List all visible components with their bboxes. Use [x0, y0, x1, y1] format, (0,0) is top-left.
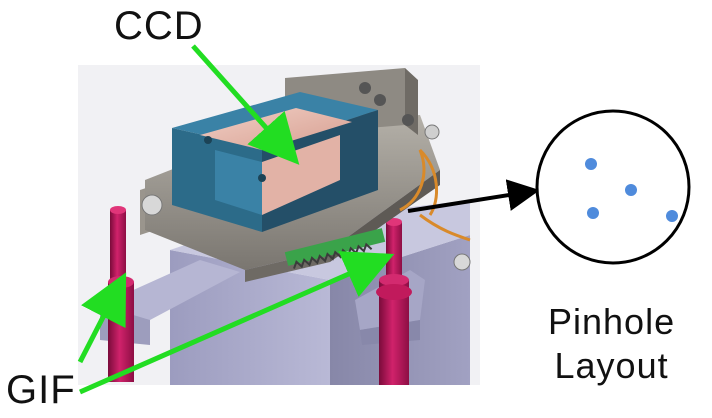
screw-icon	[402, 114, 414, 126]
pinhole-layout-label: Pinhole Layout	[548, 300, 675, 388]
pinhole-dot	[587, 207, 599, 219]
pinhole-circle	[535, 109, 691, 265]
comb-teeth	[293, 242, 373, 269]
ccd-label: CCD	[114, 4, 204, 48]
pinhole-label-line2: Layout	[554, 345, 669, 386]
cable	[399, 148, 439, 216]
screw-icon	[359, 82, 371, 94]
pinhole-dot	[585, 158, 597, 170]
pinhole-layout	[535, 109, 691, 265]
cable	[419, 213, 471, 242]
pinhole-label-line1: Pinhole	[548, 301, 676, 342]
gif-arrow-left	[77, 272, 127, 364]
gif-label: GIF	[6, 368, 76, 412]
ccd-arrow	[191, 44, 300, 165]
screw-icon	[374, 94, 386, 106]
screw-icon	[141, 194, 163, 216]
pinhole-dot	[666, 210, 678, 222]
comb-connector	[284, 228, 386, 266]
screw-icon	[204, 136, 212, 144]
pinhole-pointer-arrow	[407, 179, 540, 213]
screw-icon	[258, 174, 266, 182]
gif-post-right-back	[386, 222, 402, 282]
screw-icon	[453, 253, 471, 271]
gif-arrow-right	[78, 251, 395, 395]
pinhole-dot	[625, 184, 637, 196]
screw-icon	[424, 124, 440, 140]
